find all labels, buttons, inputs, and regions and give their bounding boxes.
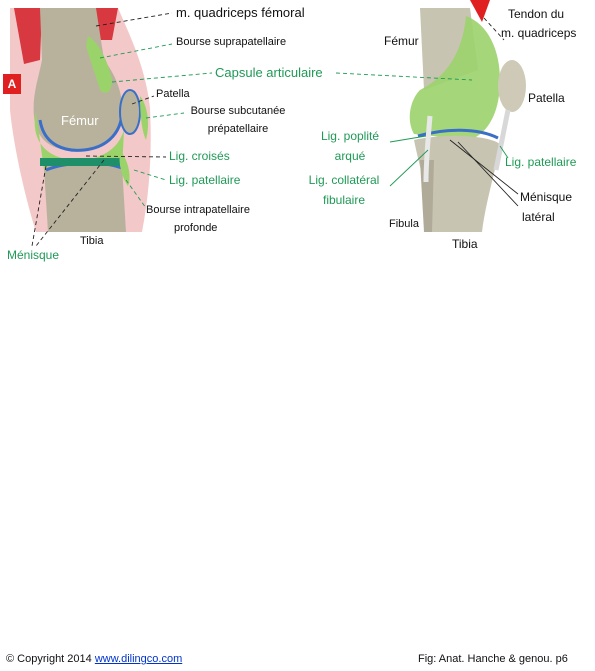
leader-suprapatellar: [99, 43, 173, 59]
tibia-lateral: [414, 135, 500, 232]
copyright-text: © Copyright 2014: [6, 653, 92, 665]
label-tibia-a: Tibia: [80, 235, 104, 247]
leader-patellar-lig-b: [499, 145, 509, 159]
tibia-bone: [44, 160, 126, 232]
quadriceps-muscle: [14, 8, 42, 64]
femur-bone: [33, 8, 123, 151]
leader-cruciate: [85, 155, 167, 158]
label-patellar-lig-b: Lig. patellaire: [505, 155, 577, 169]
patella-lateral: [498, 60, 526, 112]
joint-capsule: [34, 112, 124, 170]
copyright-link[interactable]: www.dilingco.com: [94, 653, 183, 665]
label-femur-b: Fémur: [384, 34, 419, 48]
label-collateral-2: fibulaire: [322, 193, 366, 207]
label-popliteal-2: arqué: [334, 149, 366, 163]
leader-capsule: [111, 72, 213, 83]
label-suprapatellar-bursa: Bourse suprapatellaire: [176, 36, 287, 48]
label-tendon-1: Tendon du: [508, 7, 565, 21]
suprapatellar-bursa: [86, 36, 112, 93]
leader-tendon: [483, 17, 505, 41]
leader-menisque-b: [449, 139, 519, 195]
label-menisque-a: Ménisque: [7, 248, 60, 262]
meniscus-section: [40, 158, 120, 166]
label-infrapatellar-1: Bourse intrapatellaire: [146, 204, 250, 216]
label-patella-b: Patella: [528, 91, 565, 105]
patella-bone: [119, 89, 141, 135]
panel-a-badge: A: [3, 74, 21, 94]
panel-a-illustration: [10, 8, 151, 232]
label-fibula: Fibula: [389, 218, 419, 230]
footer-fig-caption: Fig: Anat. Hanche & genou. p6: [418, 653, 568, 665]
patellar-ligament-lateral: [493, 109, 511, 171]
leader-prepatellar: [145, 112, 185, 119]
leader-patella: [131, 95, 155, 105]
label-cruciate: Lig. croisés: [169, 149, 230, 163]
label-quadriceps: m. quadriceps fémoral: [176, 5, 305, 20]
leader-patellar-lig: [133, 169, 167, 181]
femoral-cartilage: [38, 113, 124, 152]
quadriceps-tendon: [470, 0, 490, 22]
label-infrapatellar-2: profonde: [174, 222, 218, 234]
panel-a-leaders: [31, 12, 213, 247]
footer-copyright: © Copyright 2014 www.dilingco.com: [6, 653, 182, 665]
label-prepatellar-2: prépatellaire: [207, 123, 269, 135]
leader-collateral: [389, 149, 429, 187]
leader-infrapatellar: [125, 179, 147, 209]
collateral-ligament-lateral: [423, 115, 433, 183]
joint-capsule-green: [409, 16, 500, 140]
leader-menisque-b2: [457, 141, 519, 207]
fibula-lateral: [420, 160, 434, 232]
prepatellar-bursa: [140, 96, 148, 140]
leader-popliteal: [389, 135, 427, 143]
label-capsule: Capsule articulaire: [215, 65, 323, 80]
label-tendon-2: m. quadriceps: [501, 26, 577, 40]
label-menisque-b-1: Ménisque: [520, 190, 573, 204]
panel-b-illustration: [409, 0, 526, 232]
leader-capsule-b: [335, 72, 473, 81]
leader-quadriceps: [95, 12, 173, 27]
infrapatellar-bursa: [119, 150, 130, 186]
label-femur-a: Fémur: [61, 113, 99, 128]
leader-menisque-2: [35, 159, 105, 247]
label-patella-a: Patella: [156, 88, 190, 100]
label-tibia-b: Tibia: [452, 237, 478, 251]
label-menisque-b-2: latéral: [522, 210, 555, 224]
label-popliteal-1: Lig. poplité: [320, 129, 380, 143]
label-collateral-1: Lig. collatéral: [308, 173, 380, 187]
label-patellar-lig-a: Lig. patellaire: [169, 173, 241, 187]
panel-b-leaders: [335, 17, 519, 207]
label-prepatellar-1: Bourse subcutanée: [190, 105, 286, 117]
